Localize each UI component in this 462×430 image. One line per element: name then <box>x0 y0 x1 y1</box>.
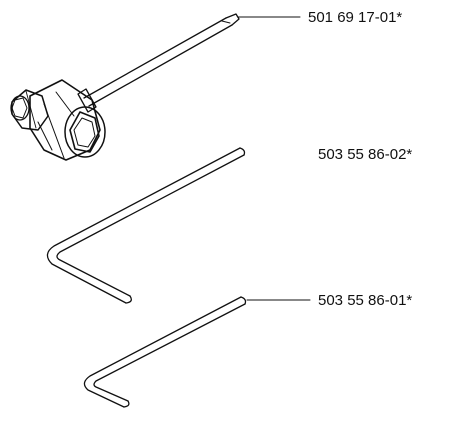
hex-key-large-icon <box>46 147 246 304</box>
hex-key-small-icon <box>83 296 311 408</box>
part-number-label: 503 55 86-01* <box>318 292 412 309</box>
part-number-label: 501 69 17-01* <box>308 9 402 26</box>
part-number-label: 503 55 86-02* <box>318 146 412 163</box>
combination-spanner-icon <box>10 13 301 161</box>
